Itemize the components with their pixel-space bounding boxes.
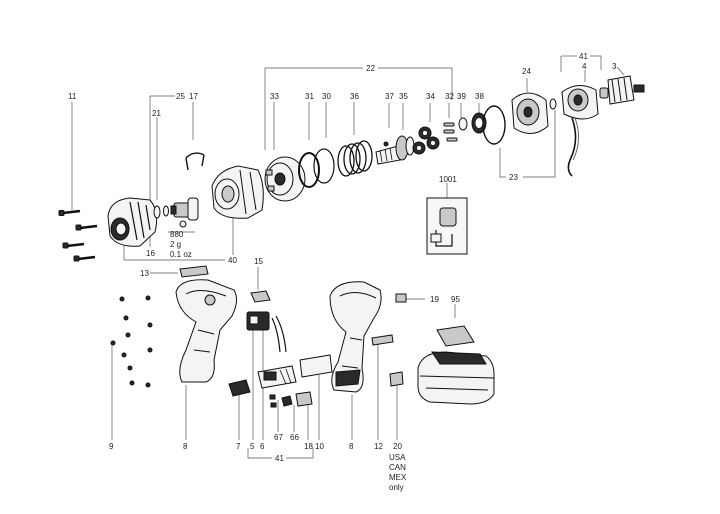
battery-pack [417,351,495,405]
clip-15 [250,290,271,303]
region-only: only [389,483,404,492]
callout-8-right: 8 [349,442,354,451]
anvil [170,197,199,221]
callout-30: 30 [322,92,331,101]
callout-37: 37 [385,92,394,101]
housing-half-right-8 [329,281,382,393]
callout-7: 7 [236,442,241,451]
screws-11 [58,209,98,262]
callout-9: 9 [109,442,114,451]
callout-66: 66 [290,433,299,442]
hammer-33 [264,156,306,202]
ring-31 [298,152,320,188]
callout-20: 20 [393,442,402,451]
callout-8-left: 8 [183,442,188,451]
callout-24: 24 [522,67,531,76]
stator-4 [561,85,599,177]
callout-36: 36 [350,92,359,101]
housing-half-left-8 [175,279,238,383]
switch-5-6 [246,311,287,353]
card-95 [436,325,475,347]
grease-part-number: 880 [170,230,184,239]
spring-36 [337,140,373,177]
electronics-board [257,365,297,389]
gear-housing-24 [511,92,549,134]
ring-25 [163,205,169,217]
callout-15: 15 [254,257,263,266]
pad-66 [281,395,293,407]
callout-4: 4 [582,62,587,71]
label-13 [179,265,209,278]
callout-67: 67 [274,433,283,442]
inset-1001 [426,197,468,255]
ring-39 [458,117,468,131]
rotor-3 [599,75,645,105]
label-20 [389,371,404,387]
callout-32: 32 [445,92,454,101]
callout-95: 95 [451,295,460,304]
label-12 [371,334,394,346]
spindle-35 [375,135,415,165]
callout-13: 13 [140,269,149,278]
callout-3: 3 [612,62,617,71]
wire-clip-17 [185,152,205,171]
callout-labels: 11 25 17 21 22 33 31 30 36 37 35 34 32 3… [68,52,617,463]
o-ring [482,105,506,145]
callout-6: 6 [260,442,265,451]
leader-lines [71,55,625,459]
callout-40: 40 [228,256,237,265]
callout-21: 21 [152,109,161,118]
front-cover-16 [107,197,158,247]
callout-41-top: 41 [579,52,588,61]
small-ring [549,98,557,110]
callout-18: 18 [304,442,313,451]
callout-11: 11 [68,92,77,101]
region-usa: USA [389,453,406,462]
callout-25: 25 [176,92,185,101]
callout-22: 22 [366,64,375,73]
callout-5: 5 [250,442,255,451]
grease-note: 880 2 g 0.1 oz [168,230,195,259]
bracket-10 [299,354,333,378]
contact-67 [269,394,276,400]
callout-33: 33 [270,92,279,101]
contact-67b [270,402,277,408]
callout-31: 31 [305,92,314,101]
region-can: CAN [389,463,406,472]
callout-34: 34 [426,92,435,101]
callout-38: 38 [475,92,484,101]
callout-10: 10 [315,442,324,451]
grease-weight-g: 2 g [170,240,181,249]
callout-17: 17 [189,92,198,101]
led-7 [228,379,251,397]
grease-weight-oz: 0.1 oz [170,250,192,259]
label-19 [395,293,407,303]
planet-gears-34 [412,126,440,155]
callout-1001: 1001 [439,175,457,184]
callout-12: 12 [374,442,383,451]
screws-9 [110,295,153,388]
callout-16: 16 [146,249,155,258]
ring-30 [313,148,335,184]
callout-39: 39 [457,92,466,101]
needles-32 [443,122,458,142]
callout-19: 19 [430,295,439,304]
region-mex: MEX [389,473,407,482]
callout-35: 35 [399,92,408,101]
pad-18 [295,391,313,407]
washer-21 [153,205,161,219]
region-note: USA CAN MEX only [389,453,407,492]
callout-23: 23 [509,173,518,182]
callout-41-bottom: 41 [275,454,284,463]
hammer-housing-40 [211,165,264,219]
pin [179,220,187,228]
